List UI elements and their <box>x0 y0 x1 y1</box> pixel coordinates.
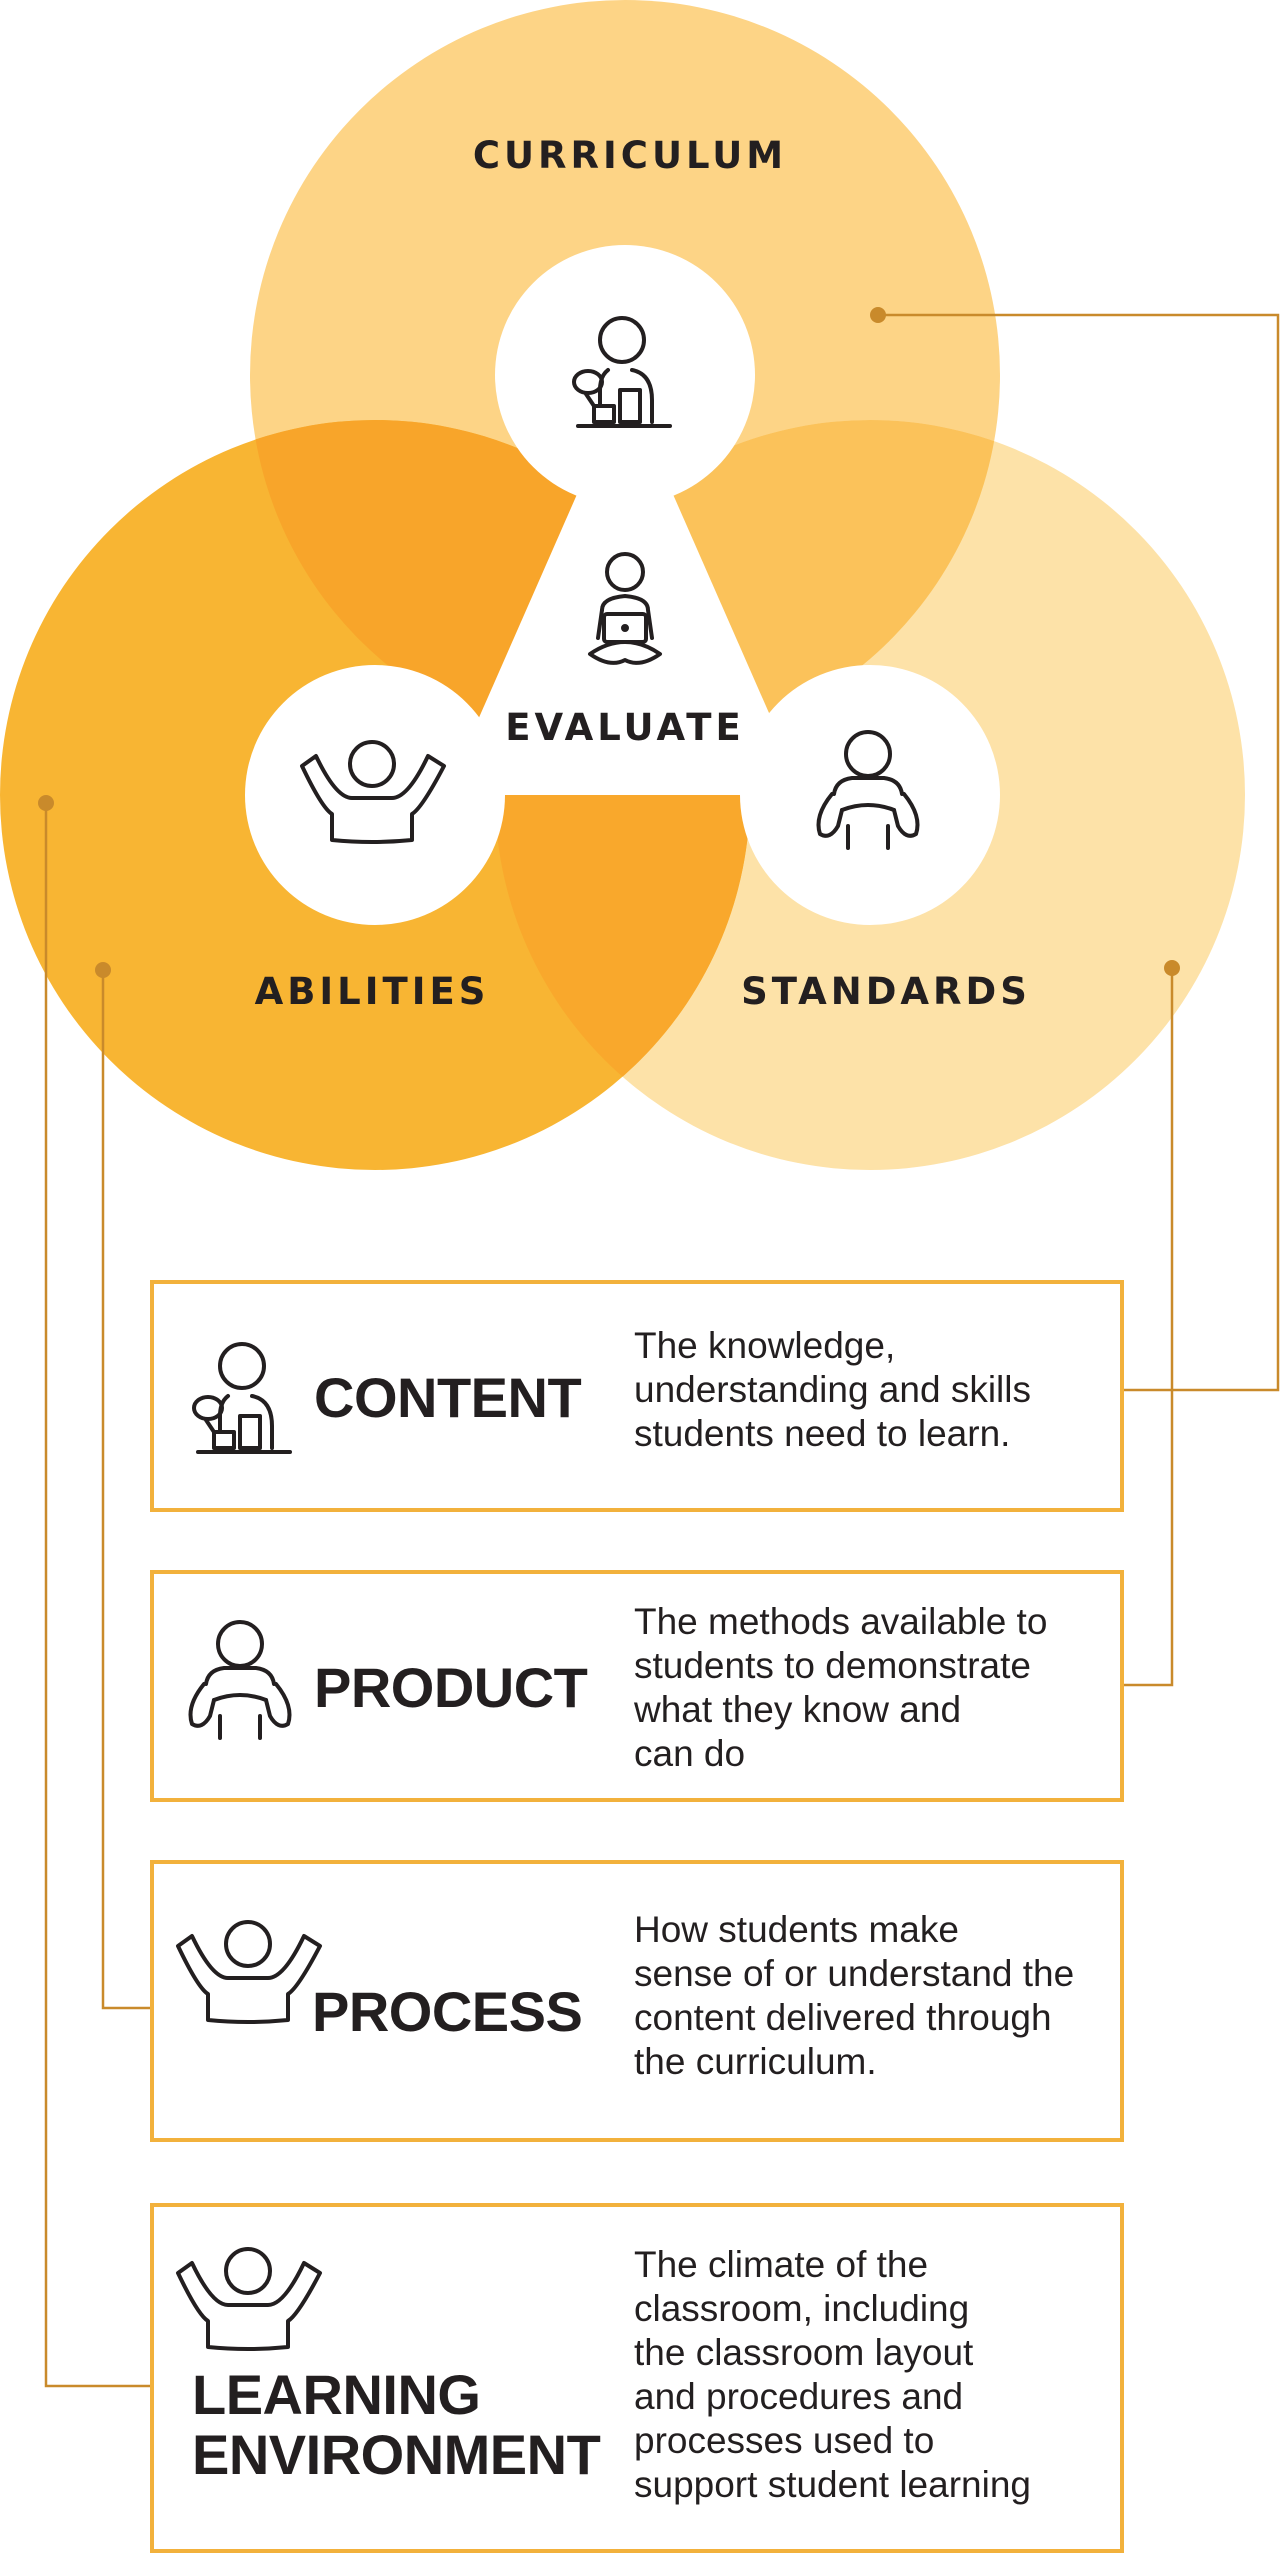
node-abilities <box>245 665 505 925</box>
student-with-blocks-icon <box>572 316 672 428</box>
description-product: The methods available to students to dem… <box>634 1601 1048 1774</box>
description-content: The knowledge, understanding and skills … <box>634 1325 1031 1454</box>
term-learning: LEARNING <box>192 2363 481 2426</box>
label-abilities: ABILITIES <box>255 970 490 1013</box>
term-process: PROCESS <box>312 1980 583 2043</box>
label-evaluate: EVALUATE <box>505 706 744 749</box>
node-curriculum <box>495 245 755 505</box>
card-product: PRODUCT The methods available to student… <box>150 1570 1124 1802</box>
node-standards <box>740 665 1000 925</box>
term-product: PRODUCT <box>314 1656 588 1719</box>
description-process: How students make sense of or understand… <box>634 1909 1075 2082</box>
student-arms-raised-icon <box>172 1920 328 2030</box>
card-content: CONTENT The knowledge, understanding and… <box>150 1280 1124 1512</box>
student-arms-raised-icon <box>172 2247 328 2357</box>
card-process: PROCESS How students make sense of or un… <box>150 1860 1124 2142</box>
venn-diagram: CURRICULUM EVALUATE ABILITIES STANDARDS <box>0 0 1245 1170</box>
student-with-blocks-icon <box>190 1336 300 1466</box>
student-with-backpack-icon <box>184 1620 300 1750</box>
term-environment: ENVIRONMENT <box>192 2423 601 2486</box>
student-with-laptop-icon <box>588 552 662 665</box>
label-standards: STANDARDS <box>741 970 1031 1013</box>
description-learning-environment: The climate of the classroom, including … <box>634 2244 1031 2505</box>
card-learning-environment: LEARNING ENVIRONMENT The climate of the … <box>150 2203 1124 2553</box>
student-arms-raised-icon <box>300 740 446 844</box>
student-with-backpack-icon <box>816 730 920 850</box>
term-content: CONTENT <box>314 1366 582 1429</box>
label-curriculum: CURRICULUM <box>473 134 787 177</box>
